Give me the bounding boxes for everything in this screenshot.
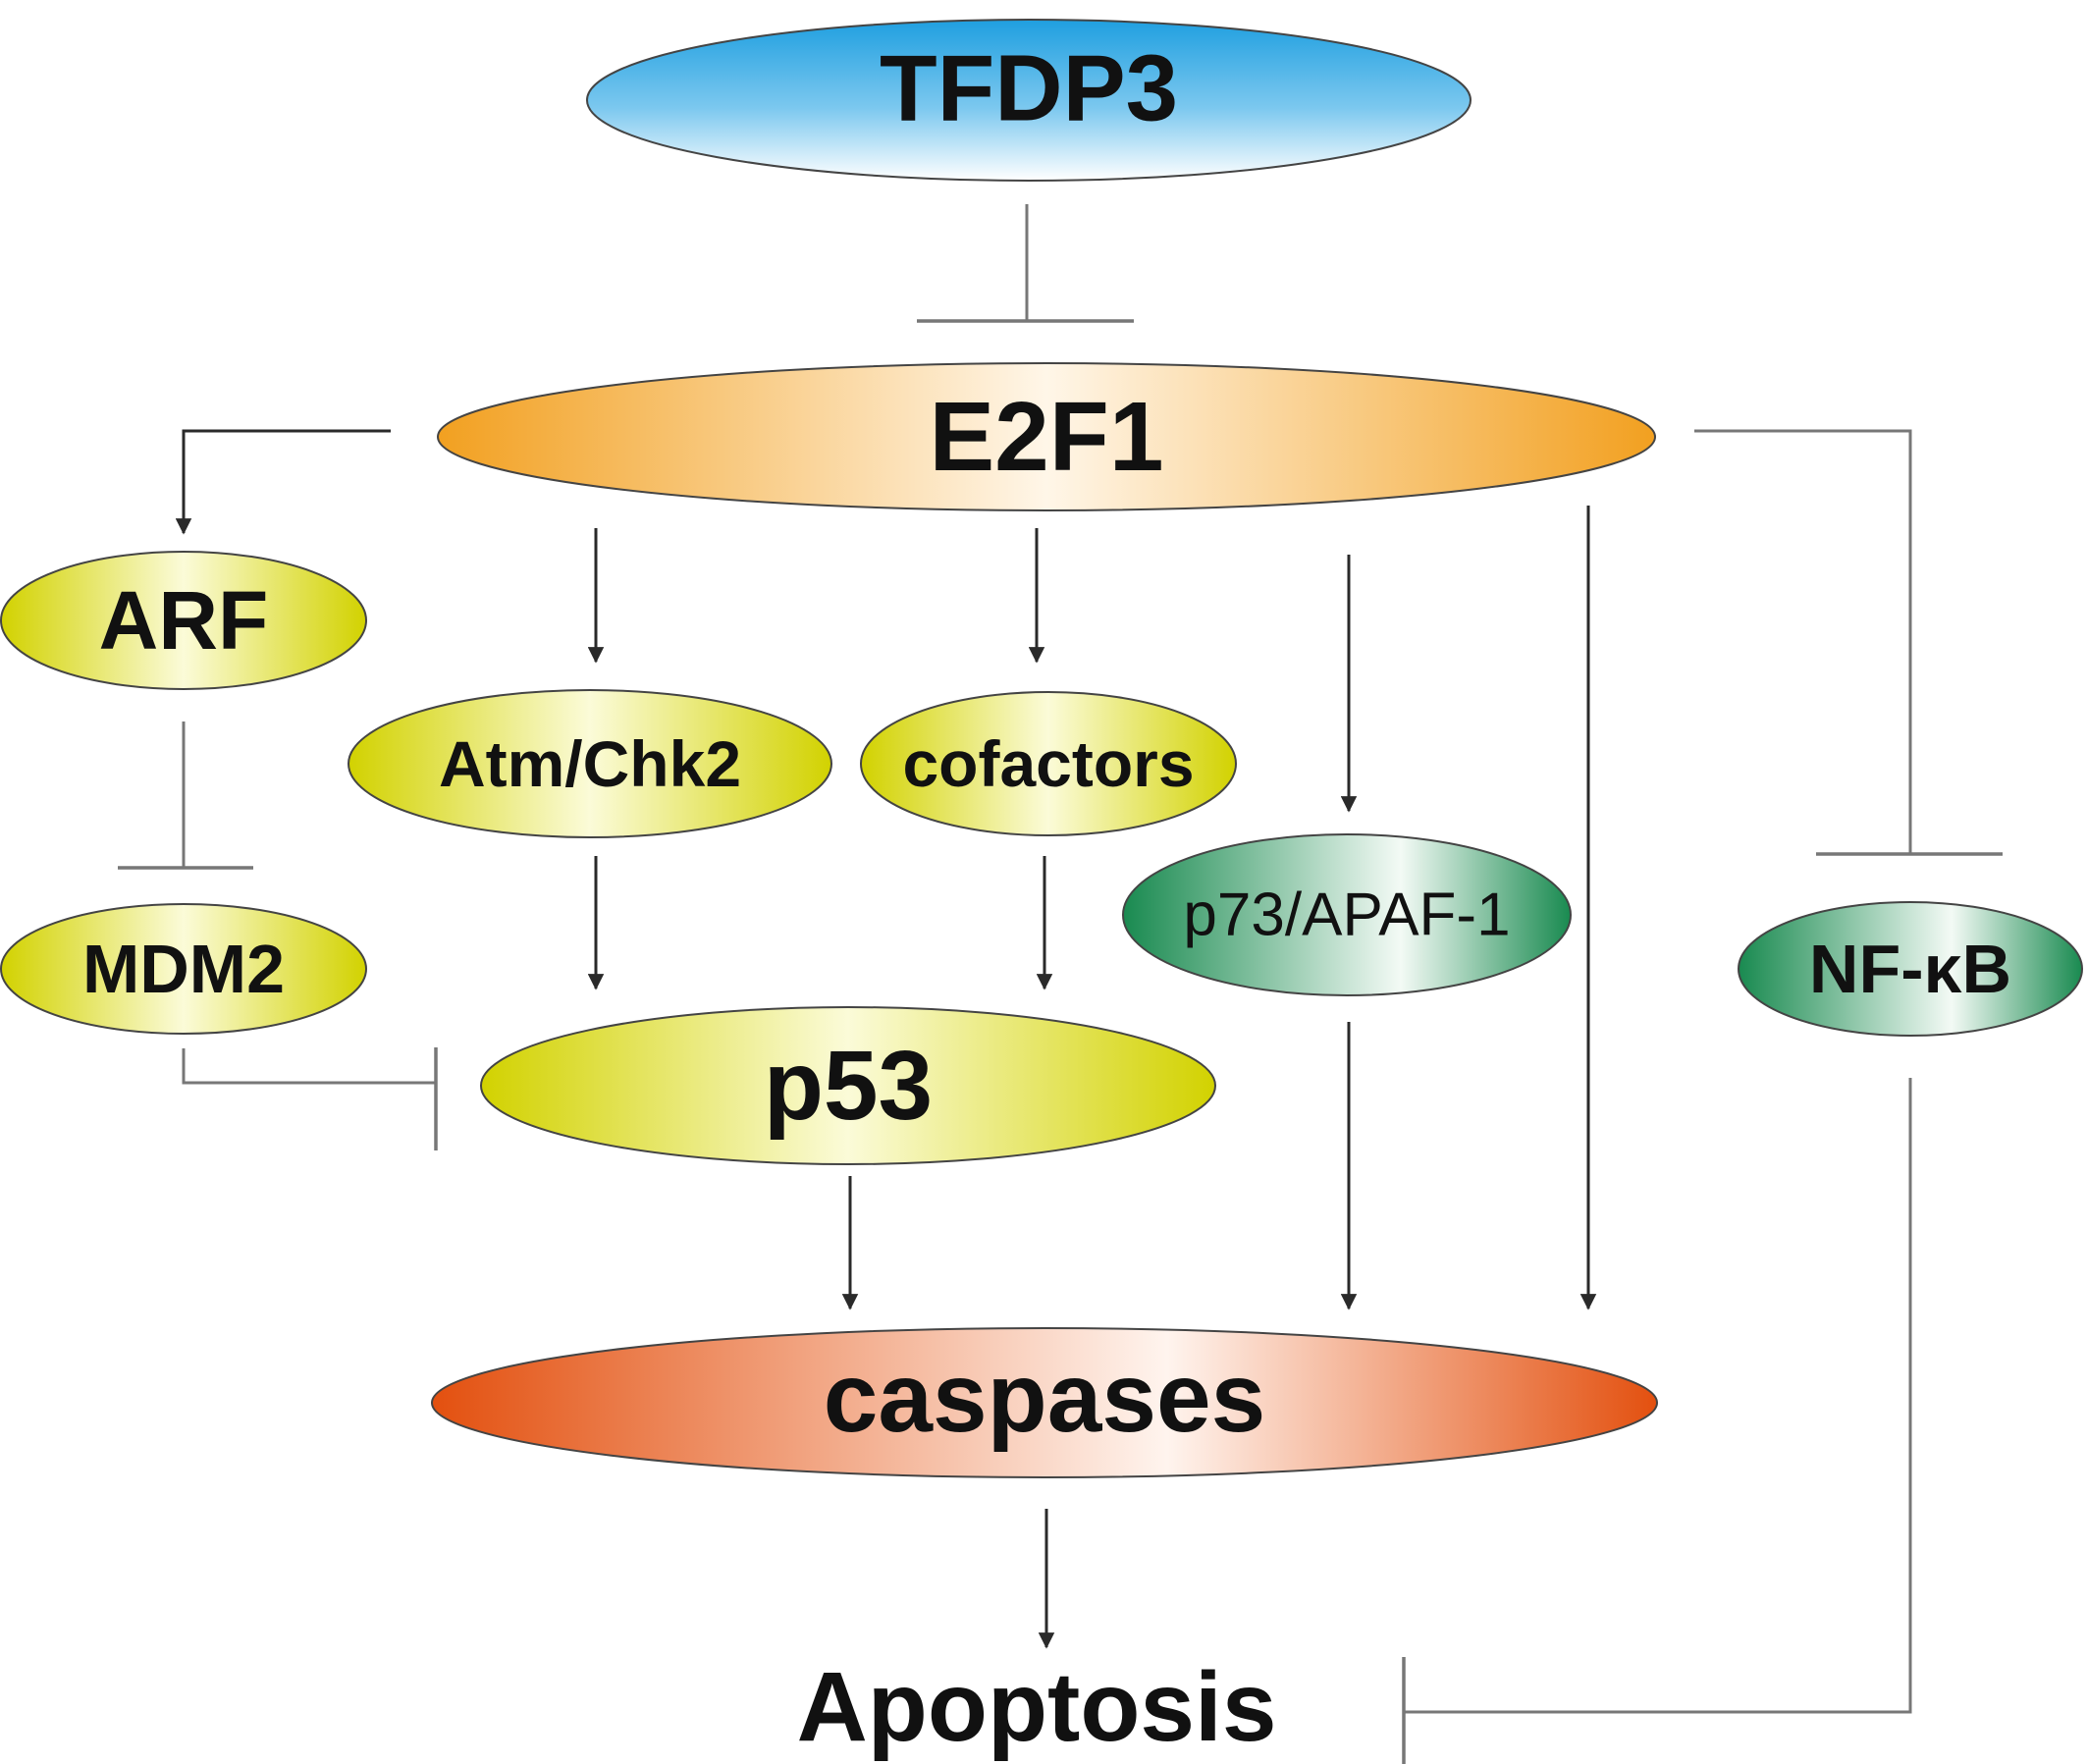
node-caspases: caspases [431,1327,1658,1478]
node-e2f1: E2F1 [437,362,1656,511]
inhibit-mdm2-p53-line [182,1048,435,1085]
node-tfdp3: TFDP3 [586,19,1472,182]
node-arf-label: ARF [99,574,269,667]
node-cofactors: cofactors [860,691,1237,836]
node-mdm2-label: MDM2 [82,931,285,1007]
node-tfdp3-label: TFDP3 [880,36,1178,141]
node-e2f1-label: E2F1 [929,382,1163,492]
inhibit-nfkb-apoptosis-line [1405,1078,1912,1714]
arrow-e2f1-arf [175,429,391,535]
node-p73-apaf1-label: p73/APAF-1 [1183,882,1510,949]
outcome-apoptosis-label: Apoptosis [797,1652,1277,1762]
node-atm-chk2-label: Atm/Chk2 [439,727,741,800]
node-cofactors-label: cofactors [902,727,1194,800]
node-atm-chk2: Atm/Chk2 [348,689,832,838]
node-arf: ARF [0,551,367,690]
node-mdm2: MDM2 [0,903,367,1035]
node-nfkb-label: NF-κB [1809,931,2011,1007]
node-p73-apaf1: p73/APAF-1 [1122,833,1572,996]
node-p53: p53 [480,1006,1216,1165]
node-caspases-label: caspases [824,1343,1265,1453]
inhibit-e2f1-nfkb-line [1694,429,1912,853]
node-nfkb: NF-κB [1738,901,2083,1037]
node-p53-label: p53 [764,1031,933,1141]
